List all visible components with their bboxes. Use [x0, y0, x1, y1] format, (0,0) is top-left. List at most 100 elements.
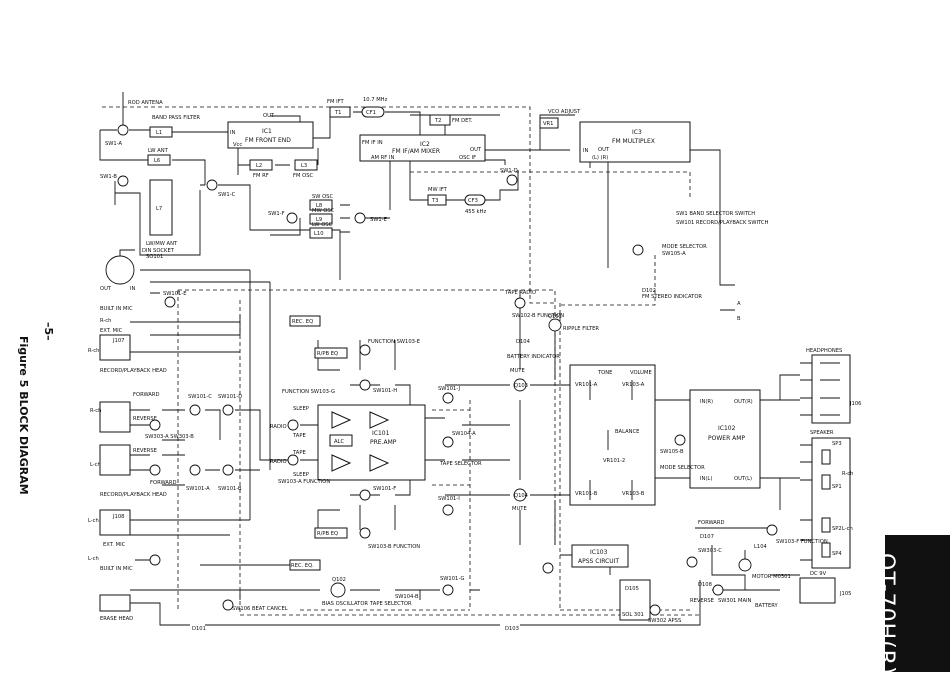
ic2-out: OUT — [470, 147, 482, 153]
radio-top-label: RADIO — [270, 424, 287, 430]
fm-det-label: FM DET. — [452, 118, 473, 124]
mode-sel2-label: MODE SELECTOR — [660, 465, 705, 471]
l10: L10 — [314, 231, 324, 237]
q101-label: Q101 — [548, 314, 562, 320]
d108-label: D108 — [698, 582, 712, 588]
ic2-name: IC2 — [420, 141, 430, 148]
d107-label: D107 — [700, 534, 714, 540]
lch-head-label: L-ch — [90, 462, 101, 468]
l3: L3 — [301, 163, 307, 169]
ic2-am-in: AM RF IN — [371, 155, 394, 161]
battery-ind-label: BATTERY INDICATOR — [507, 354, 560, 360]
q102-label: Q102 — [332, 577, 346, 583]
ic2-osc: OSC IF — [459, 155, 476, 161]
sw1f-label: SW1-F — [268, 211, 285, 217]
small-blocks: L1 L6 L7 L2 L3 T1 CF1 T2 T3 CF3 VR1 L8 L… — [99, 106, 836, 621]
tape-selector-label: TAPE SELECTOR — [439, 461, 482, 467]
sw105a-label: SW105-A — [662, 251, 686, 257]
wiring — [99, 92, 830, 626]
forward-m-label: FORWARD — [698, 520, 724, 526]
vr101a-label: VR101-A — [575, 382, 598, 388]
ic103-name: IC103 — [590, 549, 608, 556]
q103-label: Q103 — [514, 383, 528, 389]
sw101b-label: SW101-B — [218, 486, 242, 492]
l8: L8 — [316, 203, 322, 209]
rch-head-label: R-ch — [90, 408, 101, 414]
sw101h-label: SW101-H — [373, 388, 397, 394]
sp1-label: SP1 — [832, 484, 842, 490]
sw303c-label: SW303-C — [698, 548, 722, 554]
model-label: QT-70H(R) — [873, 553, 898, 676]
ic3-name: IC3 — [632, 129, 642, 136]
radio-bot-label: RADIO — [270, 459, 287, 465]
sw106-label: SW106 BEAT CANCEL — [232, 606, 288, 612]
j106-label: J106 — [849, 401, 861, 407]
din-in-label: IN — [130, 286, 136, 292]
j108-label: J108 — [112, 514, 124, 520]
sw303-label: SW303-A SW303-B — [145, 434, 194, 440]
ic102-func: POWER AMP — [708, 435, 745, 442]
built-in-mic-r-label: BUILT IN MIC — [100, 306, 133, 312]
vr103b-label: VR103-B — [622, 491, 645, 497]
khz-label: 455 kHz — [465, 209, 486, 215]
ic2-block: IC2 FM IF/AM MIXER FM IF IN AM RF IN OUT… — [359, 134, 486, 162]
note-sw101: SW101 RECORD/PLAYBACK SWITCH — [676, 220, 768, 226]
ic102-name: IC102 — [718, 425, 736, 432]
lch-ext-label: L-ch — [88, 518, 99, 524]
dc9v-label: DC 9V — [810, 571, 827, 577]
mute-bot-label: MUTE — [512, 506, 527, 512]
model-tab — [885, 535, 950, 672]
ic103-block: IC103 APSS CIRCUIT — [571, 544, 629, 568]
sw101f-label: SW101-F — [373, 486, 396, 492]
page-number: –5– — [42, 322, 55, 341]
ic3-out: OUT — [598, 147, 610, 153]
sp2-label: SP2 — [832, 526, 842, 532]
headphones-block — [811, 354, 851, 424]
tape-bot-label: TAPE — [292, 450, 306, 456]
sp4-label: SP4 — [832, 551, 842, 557]
ext-mic-r-label: EXT. MIC — [100, 328, 123, 334]
t2: T2 — [434, 118, 441, 124]
labels: ROD ANTENA BAND PASS FILTER SW1-A SW1-B … — [88, 97, 861, 632]
ic3-in: IN — [583, 148, 589, 154]
vr101b-label: VR101-B — [575, 491, 598, 497]
ic2-fm-in: FM IF IN — [362, 140, 383, 146]
pin-a-label: A — [737, 301, 741, 307]
rec-eq-r: REC. EQ — [292, 319, 313, 325]
sw1b-label: SW1-B — [100, 174, 117, 180]
rec-eq-l: REC. EQ. — [291, 563, 314, 569]
ic101-func: PRE.AMP — [370, 439, 397, 446]
erase-head-label: ERASE HEAD — [100, 616, 133, 622]
mode-selector-label: MODE SELECTOR — [662, 244, 707, 250]
sw1c-label: SW1-C — [218, 192, 236, 198]
function-e-label: FUNCTION SW103-E — [368, 339, 420, 345]
sw101g-label: SW101-G — [440, 576, 464, 582]
tone-volume-block — [569, 364, 656, 506]
sw101d-label: SW101-D — [218, 394, 242, 400]
speaker-block — [811, 437, 851, 569]
d103-label: D103 — [505, 626, 519, 632]
ic102-in-l: IN(L) — [700, 476, 712, 482]
sw105b-label: SW105-B — [660, 449, 684, 455]
mhz-label: 10.7 MHz — [363, 97, 388, 103]
l1: L1 — [156, 130, 162, 136]
vr1: VR1 — [543, 121, 553, 127]
ic3-lr: (L) (R) — [592, 155, 608, 161]
mw-ift-label: MW IFT — [428, 187, 448, 193]
reverse-m-label: REVERSE — [690, 598, 714, 604]
ic102-block: IC102 POWER AMP IN(R) IN(L) OUT(R) OUT(L… — [689, 389, 761, 489]
j105-label: J105 — [839, 591, 851, 597]
rec-pb-head-top-label: RECORD/PLAYBACK HEAD — [100, 368, 167, 374]
cf1: CF1 — [366, 110, 376, 116]
t1: T1 — [334, 110, 341, 116]
balance-label: BALANCE — [615, 429, 639, 435]
lw-ant-label: LW ANT — [148, 148, 169, 154]
ic101-name: IC101 — [372, 430, 390, 437]
fm-stereo-label: FM STEREO INDICATOR — [642, 294, 702, 300]
dashed-links — [102, 106, 700, 616]
sw1a-label: SW1-A — [105, 141, 122, 147]
function-b-label: SW103-B FUNCTION — [368, 544, 420, 550]
bias-osc-label: BIAS OSCILLATOR — [322, 601, 368, 607]
ic1-name: IC1 — [262, 128, 272, 135]
